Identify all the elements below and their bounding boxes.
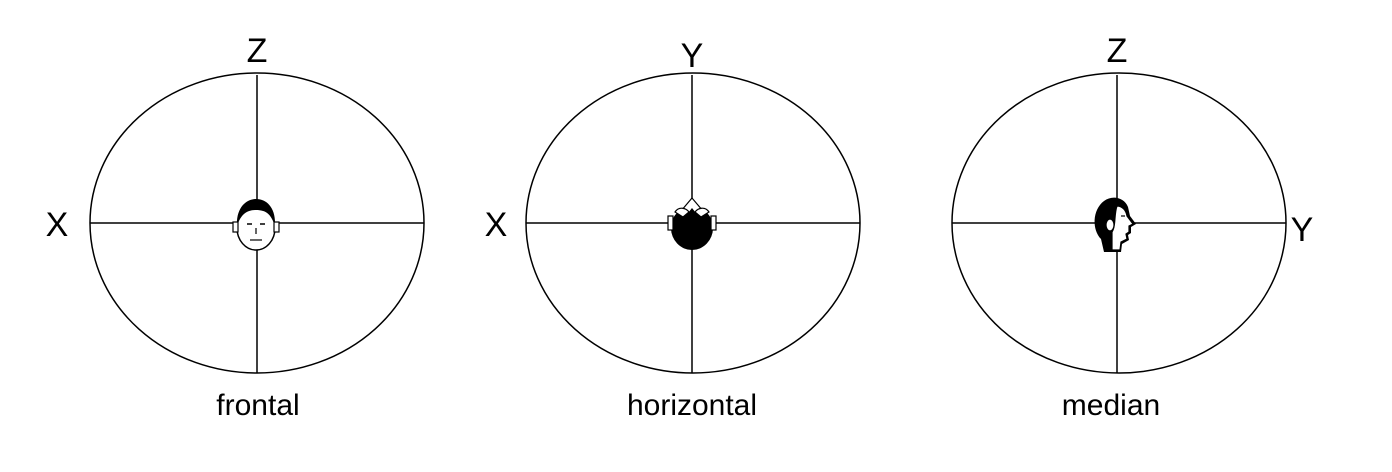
median-plane-panel: Z Y median	[951, 32, 1314, 422]
frontal-caption: frontal	[216, 389, 299, 422]
median-right-axis-label: Y	[1291, 211, 1314, 249]
horizontal-top-axis-label: Y	[681, 37, 704, 75]
frontal-left-axis-label: X	[46, 206, 69, 244]
median-caption: median	[1062, 389, 1160, 422]
horizontal-plane-panel: Y X horizontal	[485, 37, 861, 422]
median-top-axis-label: Z	[1107, 32, 1128, 70]
frontal-plane-panel: Z X frontal	[46, 32, 425, 422]
frontal-top-axis-label: Z	[247, 32, 268, 70]
horizontal-caption: horizontal	[627, 389, 757, 422]
side-profile-icon	[1094, 197, 1136, 252]
top-of-head-icon	[667, 197, 717, 250]
horizontal-left-axis-label: X	[485, 206, 508, 244]
front-face-icon	[232, 199, 280, 251]
